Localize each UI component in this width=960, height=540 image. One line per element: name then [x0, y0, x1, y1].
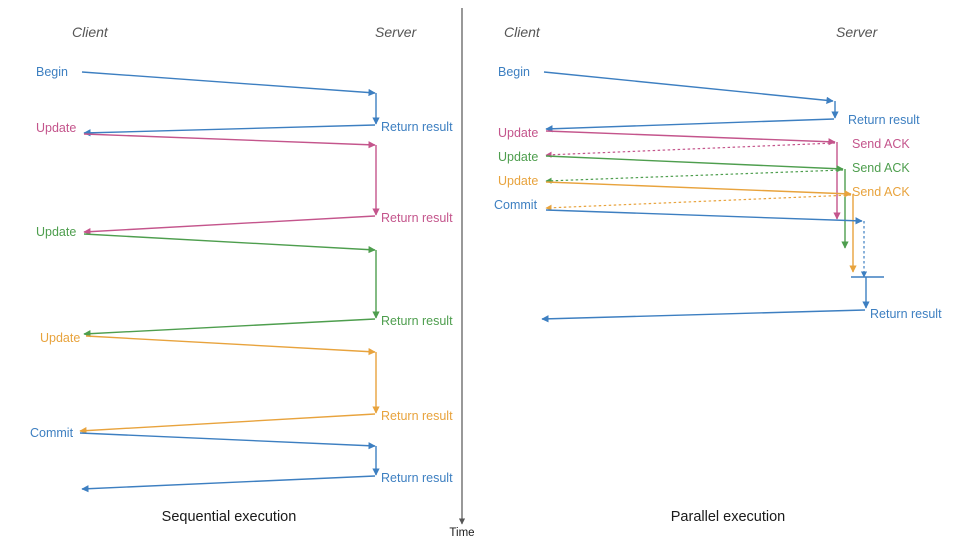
- client-message-label: Update: [498, 126, 538, 140]
- message-update2-request: [545, 155, 844, 173]
- time-axis: Time: [449, 8, 475, 539]
- client-message-label: Update: [40, 331, 80, 345]
- message-update1-ack: [545, 142, 836, 158]
- message-update3-request: [85, 335, 376, 356]
- message-update1-request: [83, 133, 376, 149]
- message-update2-return: [83, 318, 376, 338]
- lifeline-header-client: Client: [72, 24, 109, 40]
- message-begin-return: [545, 118, 835, 133]
- message-begin-request: [81, 71, 376, 97]
- message-update1-return: [83, 215, 376, 236]
- message-begin-request: [543, 71, 834, 104]
- client-message-label: Update: [36, 121, 76, 135]
- message-commit-request: [79, 432, 376, 450]
- message-begin-return: [83, 124, 376, 137]
- client-message-label: Begin: [36, 65, 68, 79]
- message-update1-request: [545, 130, 836, 146]
- client-message-label: Update: [36, 225, 76, 239]
- lifeline-header-server: Server: [836, 24, 879, 40]
- panel-caption-sequential: Sequential execution: [162, 509, 297, 525]
- server-message-label: Send ACK: [852, 137, 910, 151]
- server-message-label: Return result: [381, 314, 453, 328]
- client-message-label: Begin: [498, 65, 530, 79]
- lifeline-header-client: Client: [504, 24, 541, 40]
- message-commit-request: [545, 209, 863, 225]
- lifeline-header-server: Server: [375, 24, 418, 40]
- message-update2-ack: [545, 169, 844, 184]
- client-message-label: Commit: [494, 198, 538, 212]
- message-commit-return: [81, 475, 376, 493]
- panel-caption-parallel: Parallel execution: [671, 509, 785, 525]
- message-update3-return: [79, 413, 376, 435]
- server-message-label: Send ACK: [852, 185, 910, 199]
- message-update2-request: [83, 233, 376, 254]
- server-message-label: Return result: [381, 409, 453, 423]
- time-axis-label: Time: [449, 527, 474, 539]
- message-commit-return: [541, 309, 866, 323]
- client-message-label: Update: [498, 174, 538, 188]
- message-update3-ack: [545, 194, 852, 211]
- message-update3-request: [545, 181, 852, 198]
- client-message-label: Commit: [30, 426, 74, 440]
- server-message-label: Return result: [870, 307, 942, 321]
- server-message-label: Return result: [381, 211, 453, 225]
- server-message-label: Return result: [381, 120, 453, 134]
- server-message-label: Send ACK: [852, 161, 910, 175]
- server-message-label: Return result: [848, 113, 920, 127]
- server-message-label: Return result: [381, 471, 453, 485]
- client-message-label: Update: [498, 150, 538, 164]
